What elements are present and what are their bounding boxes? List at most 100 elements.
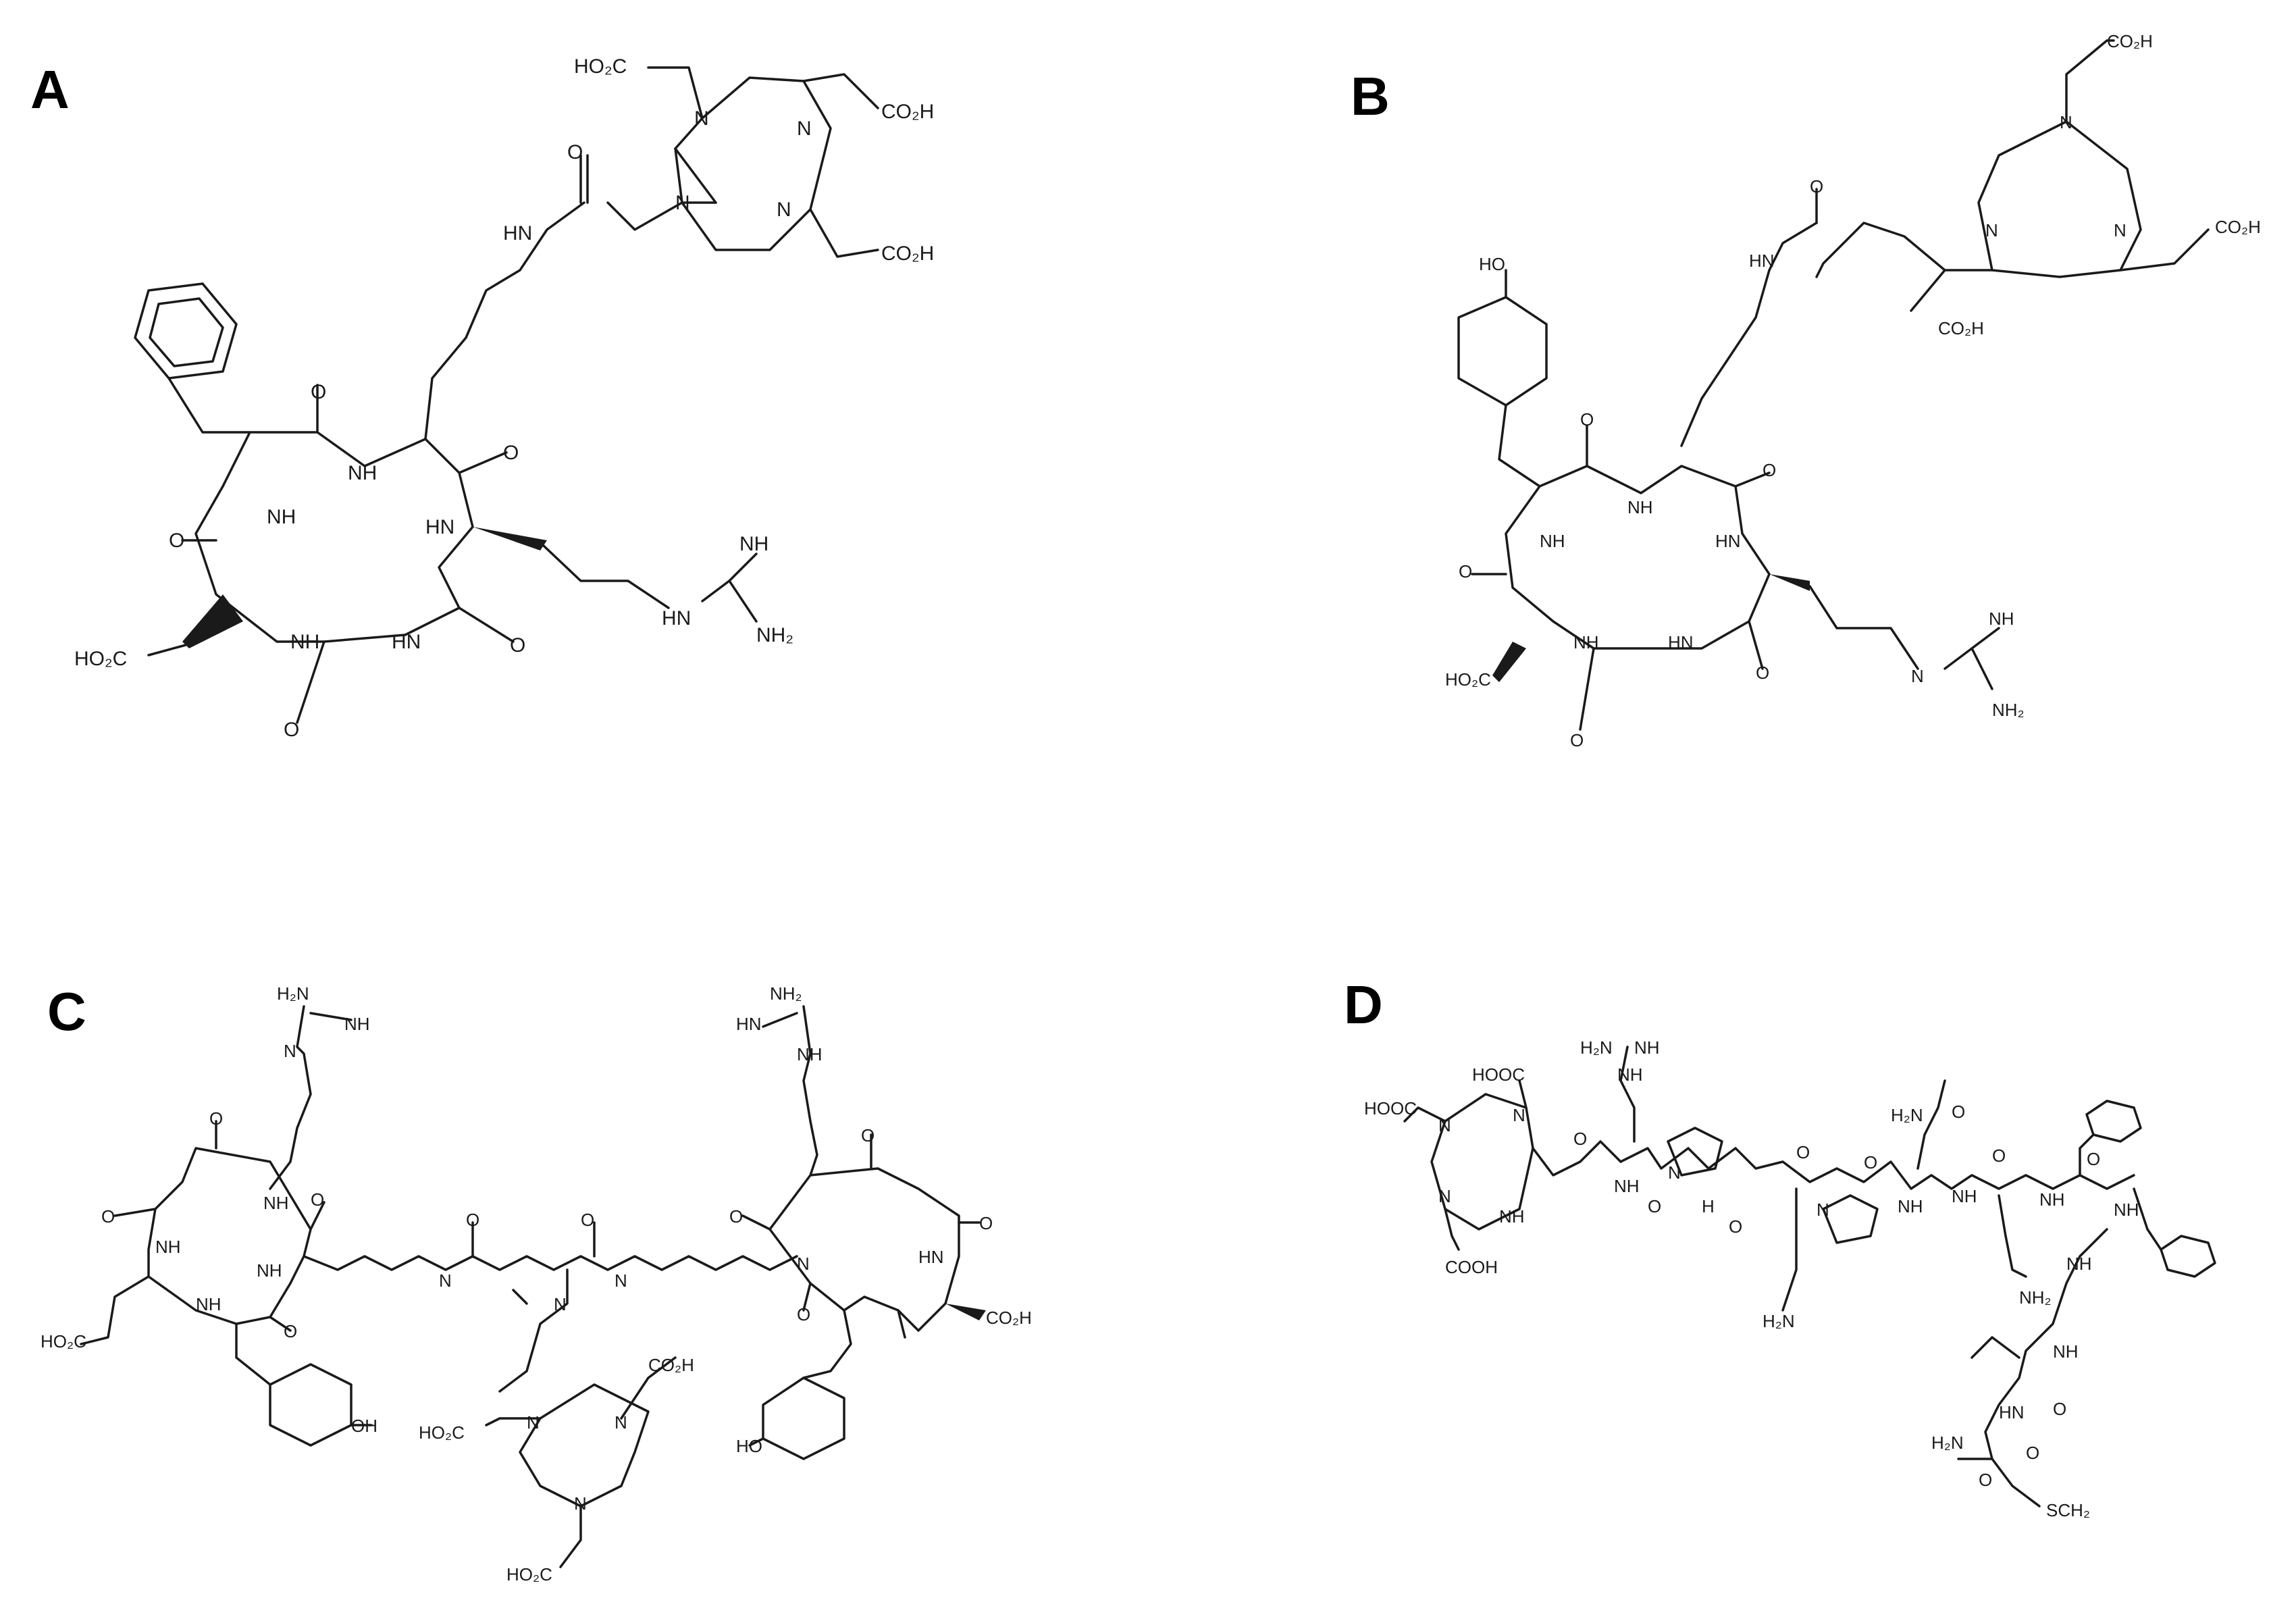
guanidine-bond [309,1012,353,1021]
arm-bond [1910,269,1993,312]
atom-label: H₂N [1891,1105,1923,1125]
atom-label: NH [1540,531,1565,551]
carbonyl-bond [1734,471,1771,488]
atom-label: NH₂ [1992,700,2025,720]
proline-ring-1 [1667,1127,1723,1177]
atom-label: COOH [1445,1257,1498,1277]
atom-label: O [311,381,326,403]
atom-label: CO₂H [881,101,934,123]
bond [2133,1187,2162,1251]
bond [1498,404,1541,488]
atom-label: O [861,1125,875,1146]
atom-label: O [1729,1216,1742,1237]
bond [147,644,187,657]
atom-label: O [1648,1196,1661,1216]
bond [235,1322,271,1386]
atom-label: NH [1989,609,2014,629]
bond [498,1268,569,1393]
phenyl-ring-d-1 [2085,1100,2142,1143]
atom-label: O [581,1210,594,1230]
leucine-chain [1971,1336,2020,1359]
nota-ring-c [519,1383,650,1508]
atom-label: O [1864,1152,1877,1173]
atom-label: HO₂C [1445,669,1491,690]
arm-bond [620,1356,677,1420]
atom-label: O [2053,1399,2066,1419]
carbonyl-bond [897,1309,906,1339]
lysine-chain [424,201,585,440]
arm-bond [559,1505,582,1568]
atom-label: HO₂C [506,1564,552,1585]
glutamine-chain [1916,1079,1946,1170]
atom-label: NH [2053,1341,2079,1362]
atom-label: HO [1479,254,1505,274]
atom-label: N [284,1041,296,1061]
atom-label: NH [267,506,296,528]
atom-label: N [1985,220,1998,240]
linker-chain [303,1255,798,1271]
atom-label: NH [155,1237,181,1257]
atom-label: NH [257,1260,282,1281]
atom-label: N [1911,666,1924,686]
atom-label: HN [662,607,691,629]
bond [802,1309,852,1379]
arginine-chain [1619,1046,1636,1143]
c-terminal-chain [1984,1228,2108,1508]
carbonyl-bond [113,1208,157,1217]
arm-bond [2119,228,2210,272]
atom-label: HN [392,631,421,653]
macrocycle-c-right [768,1167,960,1332]
atom-label: N [1438,1115,1451,1135]
arginine-chain [802,1005,818,1177]
atom-label: O [797,1304,810,1324]
atom-label: O [1796,1142,1810,1162]
nota-ring-b [1977,120,2142,278]
atom-label: CO₂H [986,1308,1032,1328]
arm-bond [2065,39,2115,123]
atom-label: HN [736,1014,762,1034]
atom-label: HN [503,222,532,245]
atom-label: HN [1999,1402,2025,1422]
atom-label: O [1573,1129,1587,1149]
arm-bond [1444,1208,1460,1251]
atom-label: CO₂H [2215,217,2261,237]
atom-label: NH [739,533,768,555]
atom-label: NH₂ [770,983,802,1004]
atom-label: O [979,1213,993,1233]
atom-label: HOOC [1472,1064,1525,1085]
atom-label: NH [263,1193,289,1213]
atom-label: NH [1573,632,1599,652]
atom-label: HOOC [1364,1098,1417,1118]
atom-label: CO₂H [2107,31,2153,51]
arm-bond [485,1417,542,1426]
atom-label: NH [1627,497,1653,517]
atom-label: O [284,1321,297,1341]
guanidine-bond [728,580,758,623]
atom-label: NH [2114,1200,2139,1220]
linker-bond [1815,222,1946,278]
atom-label: NH [290,631,319,653]
atom-label: HO [736,1436,762,1456]
macrocycle-b [1505,465,1771,650]
proline-ring-2 [1822,1194,1879,1244]
carbonyl-bond [269,1316,292,1332]
atom-label: N [1668,1162,1681,1183]
atom-label: NH [2039,1189,2065,1210]
atom-label: H₂N [1763,1311,1795,1331]
carbonyl-bond [741,1214,771,1231]
carbonyl-bond [309,1201,325,1231]
macrocycle-c-left [147,1147,312,1325]
bond [167,377,251,434]
atom-label: O [466,1210,479,1230]
atom-label: O [1810,176,1823,197]
atom-label: O [311,1189,324,1210]
atom-label: N [527,1412,540,1433]
atom-label: OH [351,1416,377,1436]
atom-label: HN [1749,251,1775,271]
arginine-chain [1808,585,1919,670]
bond [80,1275,150,1345]
wedge-bond [945,1304,986,1320]
atom-label: NH [1952,1186,1977,1206]
atom-label: H [1702,1196,1715,1216]
